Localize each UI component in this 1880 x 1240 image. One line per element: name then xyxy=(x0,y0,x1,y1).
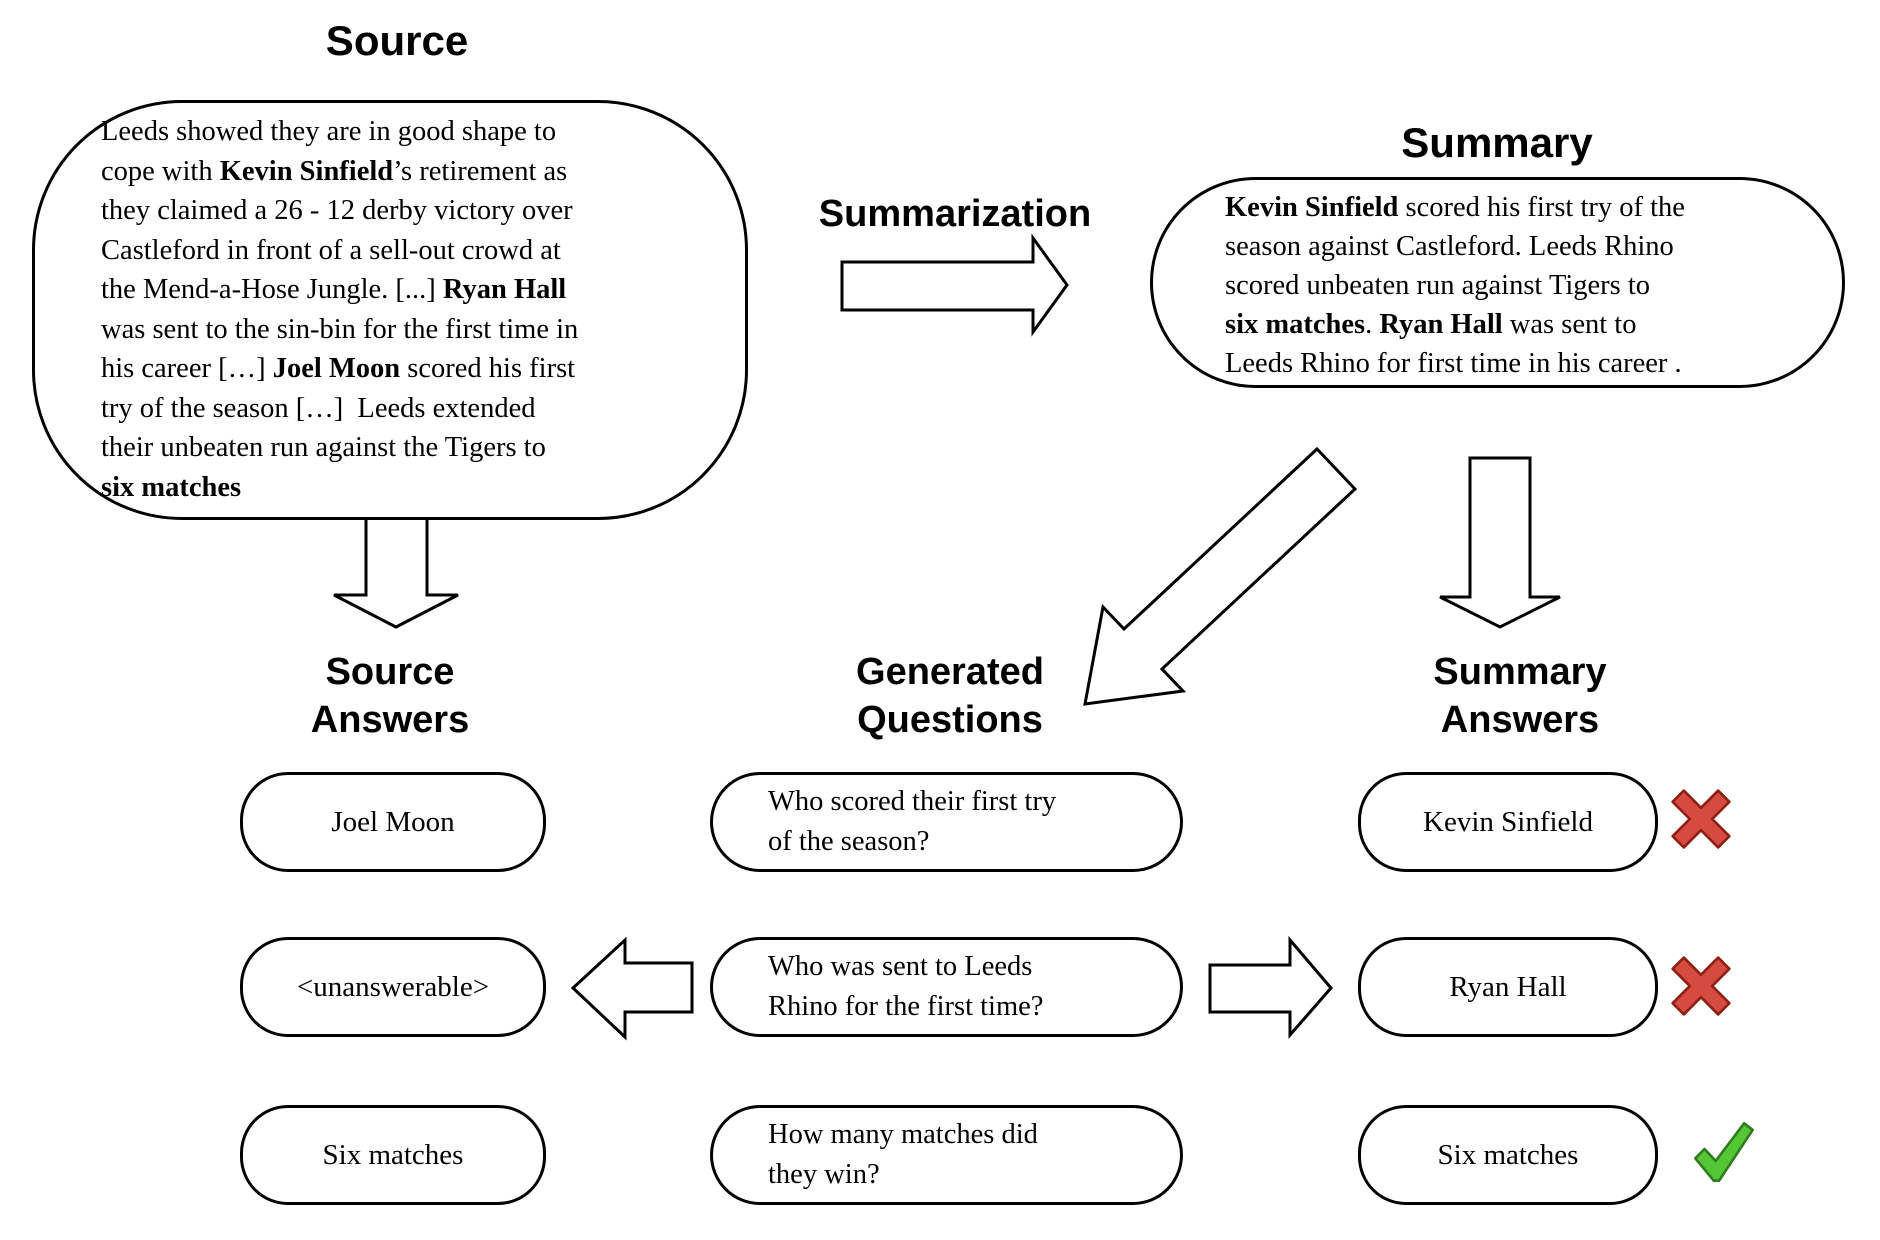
source-answer-text: Six matches xyxy=(322,1138,464,1171)
verdict-mark xyxy=(1668,953,1734,1019)
source-answer-oval: <unanswerable> xyxy=(240,937,546,1037)
green-check-icon xyxy=(1693,1121,1755,1183)
summary-text: Kevin Sinfield scored his first try of t… xyxy=(1225,192,1685,379)
summarization-arrow xyxy=(840,233,1069,337)
generated-question-oval: Who was sent to Leeds Rhino for the firs… xyxy=(710,937,1183,1037)
summary-answer-text: Six matches xyxy=(1437,1138,1579,1171)
summary-answers-header: Summary Answers xyxy=(1433,651,1607,741)
source-answers-header: Source Answers xyxy=(310,651,470,741)
generated-questions-header: Generated Questions xyxy=(856,651,1044,741)
verdict-mark xyxy=(1668,786,1734,852)
summary-answer-oval: Ryan Hall xyxy=(1358,937,1658,1037)
generated-question-text: Who was sent to Leeds Rhino for the firs… xyxy=(768,951,1044,1022)
question-to-source-arrow xyxy=(570,936,694,1041)
summary-title: Summary xyxy=(1401,119,1593,166)
summarization-label: Summarization xyxy=(818,193,1092,235)
question-generation-diagonal-arrow xyxy=(1083,446,1358,706)
source-answer-oval: Six matches xyxy=(240,1105,546,1205)
generated-question-oval: How many matches did they win? xyxy=(710,1105,1183,1205)
summary-answer-oval: Kevin Sinfield xyxy=(1358,772,1658,872)
generated-question-oval: Who scored their first try of the season… xyxy=(710,772,1183,872)
question-to-summary-arrow xyxy=(1208,935,1333,1040)
summary-bubble: Kevin Sinfield scored his first try of t… xyxy=(1150,177,1845,388)
source-down-arrow xyxy=(333,505,459,629)
red-cross-icon xyxy=(1671,789,1731,849)
source-title: Source xyxy=(325,17,469,64)
generated-question-text: Who scored their first try of the season… xyxy=(768,786,1057,857)
summary-answer-oval: Six matches xyxy=(1358,1105,1658,1205)
summary-answer-text: Kevin Sinfield xyxy=(1423,805,1593,838)
summary-down-arrow xyxy=(1439,456,1561,629)
source-answer-oval: Joel Moon xyxy=(240,772,546,872)
summary-answer-text: Ryan Hall xyxy=(1449,970,1567,1003)
source-answer-text: <unanswerable> xyxy=(296,970,490,1003)
verdict-mark xyxy=(1682,1104,1766,1200)
source-answer-text: Joel Moon xyxy=(331,805,455,838)
red-cross-icon xyxy=(1671,956,1731,1016)
generated-question-text: How many matches did they win? xyxy=(768,1119,1038,1190)
